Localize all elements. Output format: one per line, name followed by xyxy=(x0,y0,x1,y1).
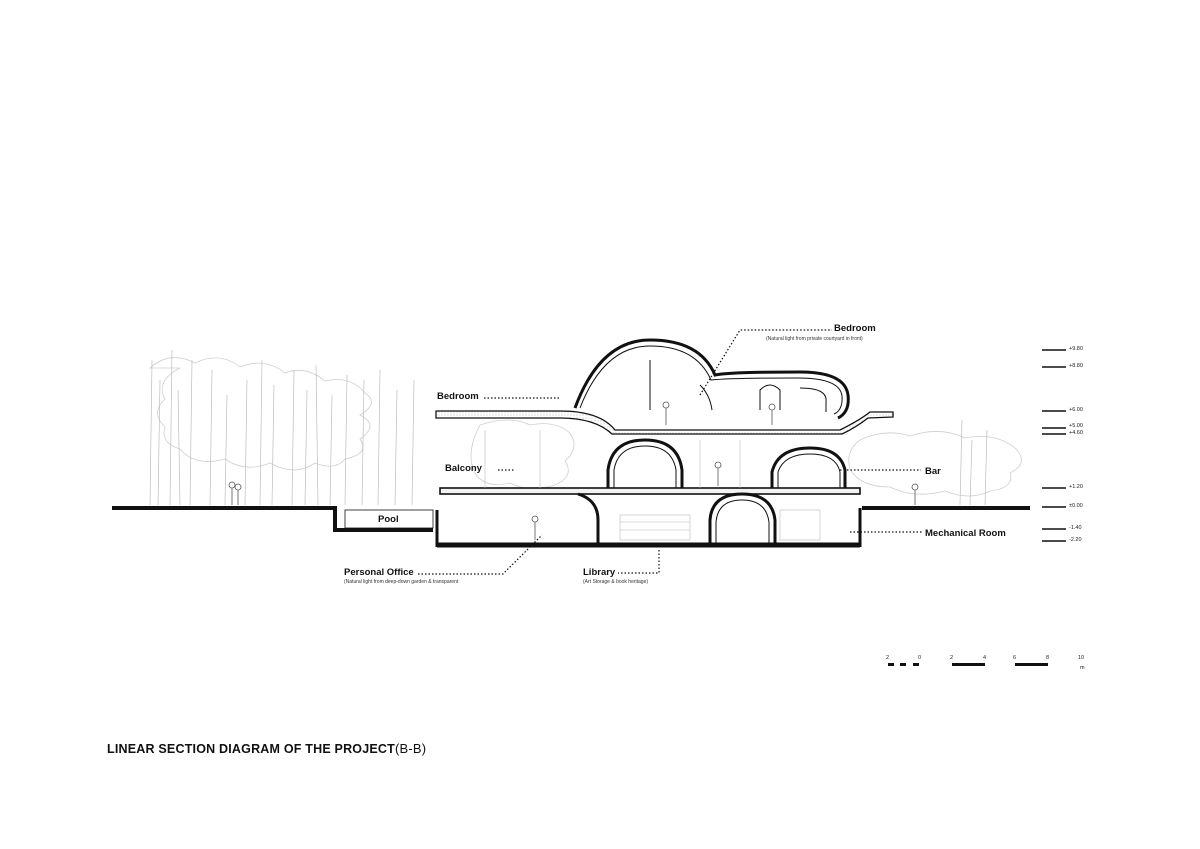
title-main: LINEAR SECTION DIAGRAM OF THE PROJECT xyxy=(107,742,395,756)
note-library: (Art Storage & book heritage) xyxy=(583,579,649,585)
basement-arches xyxy=(577,492,777,545)
title-suffix: (B-B) xyxy=(394,741,427,756)
level-value: ±0.00 xyxy=(1069,503,1083,509)
pool xyxy=(344,509,434,529)
scale-tick: 6 xyxy=(1013,655,1017,661)
middle-arches xyxy=(606,438,847,488)
level-value: -1.40 xyxy=(1069,525,1082,531)
ground-floor-slab xyxy=(439,487,861,495)
interior-details xyxy=(484,430,821,541)
scale-tick: 10 xyxy=(1078,655,1085,661)
page-title: LINEAR SECTION DIAGRAM OF THE PROJECT(B-… xyxy=(107,741,426,756)
ground xyxy=(112,506,1030,548)
tree-trunks xyxy=(149,349,988,506)
scale-tick: 4 xyxy=(983,655,987,661)
roof-shell xyxy=(573,338,850,420)
scale-unit: m xyxy=(1080,665,1085,671)
note-bedroom-upper: (Natural light from private courtyard in… xyxy=(766,336,863,342)
level-value: +4.60 xyxy=(1069,430,1083,436)
level-value: +9.80 xyxy=(1069,346,1083,352)
level-value: -2.20 xyxy=(1069,537,1082,543)
scale-tick: 2 xyxy=(886,655,890,661)
label-library: Library xyxy=(583,567,616,578)
scale-tick: 0 xyxy=(918,655,922,661)
label-bedroom-upper: Bedroom xyxy=(834,323,876,334)
scale-tick: 8 xyxy=(1046,655,1050,661)
scale-tick: 2 xyxy=(950,655,954,661)
scale-bar xyxy=(888,663,1048,666)
note-personal-office: (Natural light from deep-down garden & t… xyxy=(344,579,459,585)
level-value: +1.20 xyxy=(1069,484,1083,490)
level-value: +8.80 xyxy=(1069,363,1083,369)
level-value: +5.00 xyxy=(1069,423,1083,429)
leader-lines xyxy=(418,329,922,575)
label-personal-office: Personal Office xyxy=(344,567,414,578)
label-bedroom-left: Bedroom xyxy=(437,391,479,402)
level-value: +6.00 xyxy=(1069,407,1083,413)
level-markers xyxy=(1042,349,1066,542)
label-mechanical-room: Mechanical Room xyxy=(925,528,1006,539)
people xyxy=(228,401,919,540)
label-bar: Bar xyxy=(925,466,941,477)
label-balcony: Balcony xyxy=(445,463,482,474)
background-trees xyxy=(148,357,1022,497)
upper-floor-slab xyxy=(435,410,894,435)
label-pool: Pool xyxy=(378,514,399,525)
